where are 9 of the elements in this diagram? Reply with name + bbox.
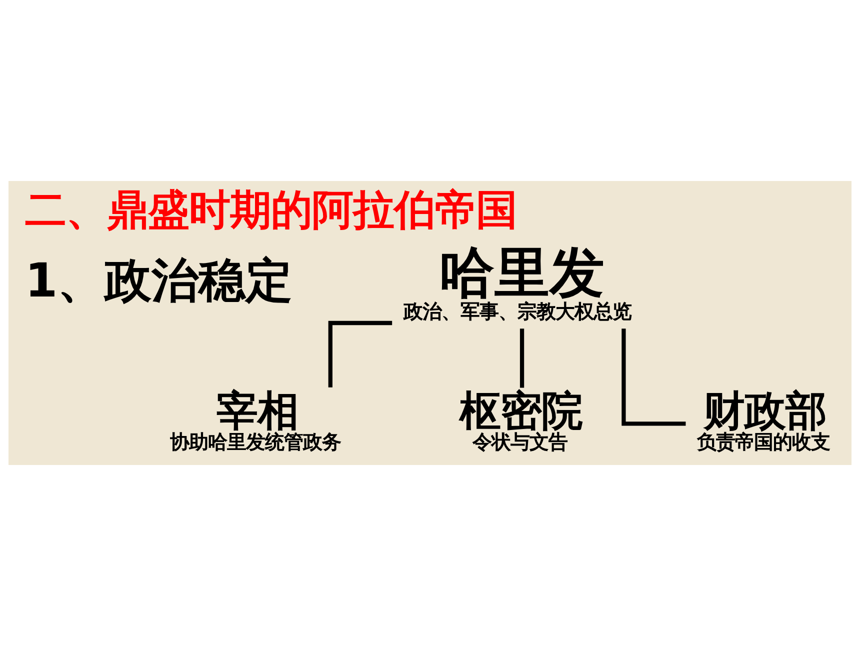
diagram-title: 二、鼎盛时期的阿拉伯帝国 [25,185,518,234]
connector [520,328,524,388]
node-text: 财政部 负责帝国的收支 [697,386,830,454]
connector [328,320,392,387]
connector [622,328,686,426]
node-text: 枢密院 令状与文告 [459,386,582,454]
node-text: 哈里发 政治、军事、宗教大权总览 [403,240,632,322]
label: 1、政治稳定 [25,252,293,308]
node-text: 宰相 协助哈里发统管政务 [170,386,341,454]
